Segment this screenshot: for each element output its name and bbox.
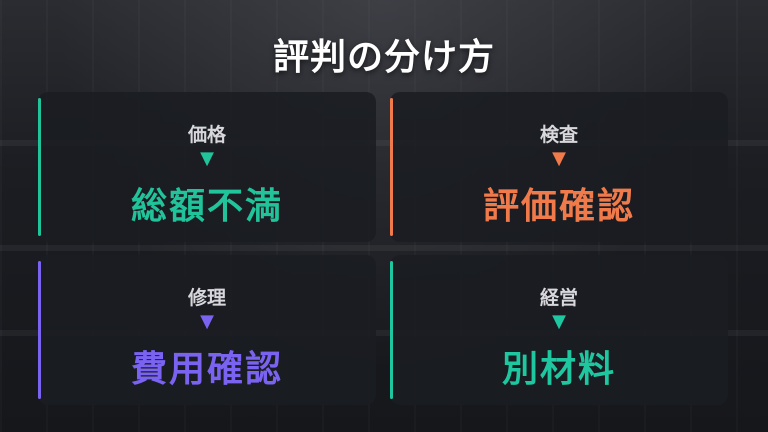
arrow-down-icon: ▼ xyxy=(200,311,214,332)
card-value: 費用確認 xyxy=(130,349,283,390)
card-value: 総額不満 xyxy=(130,186,283,227)
card-price: 価格 ▼ 総額不満 xyxy=(38,92,376,242)
arrow-down-icon: ▼ xyxy=(552,311,566,332)
background-shelf xyxy=(0,245,768,251)
card-label: 価格 xyxy=(187,124,226,146)
card-inspection: 検査 ▼ 評価確認 xyxy=(390,92,728,242)
card-management: 経営 ▼ 別材料 xyxy=(390,255,728,405)
arrow-down-icon: ▼ xyxy=(200,148,214,169)
card-value: 別材料 xyxy=(501,349,616,390)
page-title: 評判の分け方 xyxy=(272,37,495,78)
background-shelf xyxy=(0,330,768,336)
background-shelf xyxy=(0,140,768,146)
card-label: 検査 xyxy=(539,124,578,146)
card-value: 評価確認 xyxy=(482,186,635,227)
arrow-down-icon: ▼ xyxy=(552,148,566,169)
card-repair: 修理 ▼ 費用確認 xyxy=(38,255,376,405)
card-label: 経営 xyxy=(539,287,578,309)
card-label: 修理 xyxy=(187,287,226,309)
